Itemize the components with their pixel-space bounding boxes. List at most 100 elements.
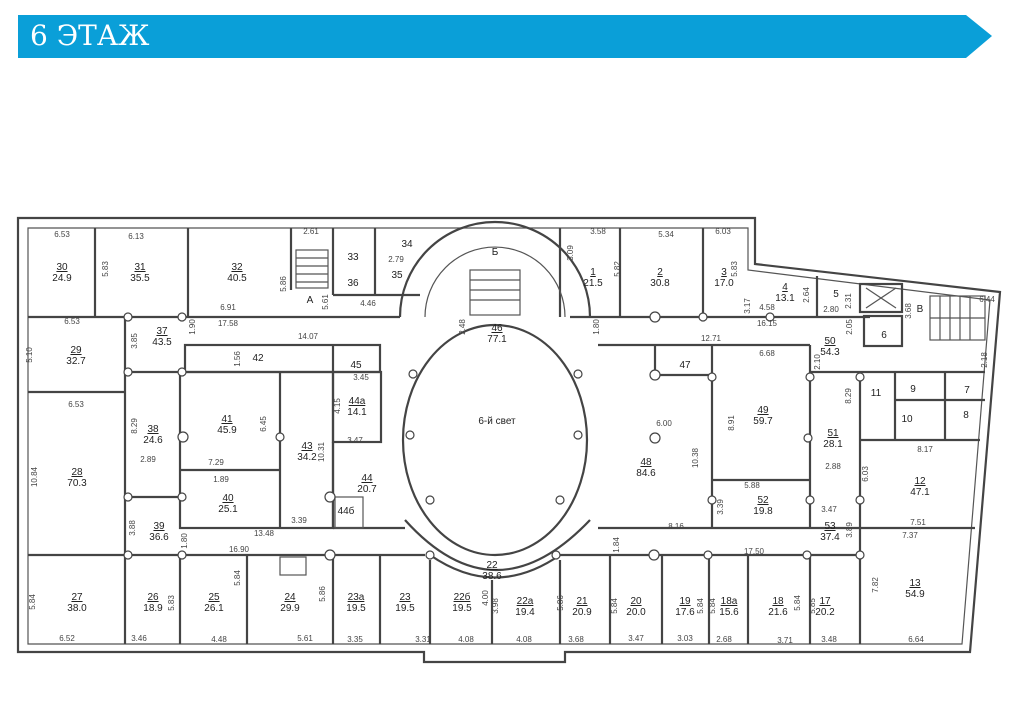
room-area: 19.4	[515, 607, 535, 618]
room-6: 6	[881, 330, 887, 341]
room-area: 21.5	[583, 278, 603, 289]
dimension-label: 5.83	[167, 595, 176, 611]
room-number: 34	[401, 239, 413, 250]
dimension-label: 4.00	[481, 590, 490, 606]
room-2: 230.8	[650, 267, 670, 289]
room-number: Б	[492, 247, 499, 258]
dimension-label: 10.38	[691, 447, 700, 468]
dimension-label: 8.29	[130, 418, 139, 434]
room-area: 70.3	[67, 478, 87, 489]
dimension-label: 6.53	[64, 317, 80, 326]
room-number: 52	[757, 495, 769, 506]
room-number: 47	[679, 360, 691, 371]
dimension-label: 1.56	[233, 351, 242, 367]
room-number: 44а	[349, 396, 366, 407]
dimension-label: 5.61	[321, 294, 330, 310]
room-34: 34	[401, 239, 413, 250]
room-number: 50	[824, 336, 836, 347]
dimension-label: 4.46	[360, 299, 376, 308]
room-number: 23а	[348, 592, 365, 603]
room-number: 36	[347, 278, 359, 289]
dimension-label: 6.53	[68, 400, 84, 409]
room-area: 13.1	[775, 293, 795, 304]
room-number: 9	[910, 384, 916, 395]
dimension-label: 8.91	[727, 415, 736, 431]
dimension-label: 3.09	[566, 245, 575, 261]
dimension-label: 2.10	[813, 354, 822, 370]
dimension-label: 2.64	[802, 287, 811, 303]
room-number: 26	[147, 592, 159, 603]
room-number: 21	[576, 596, 588, 607]
room-number: 8	[963, 410, 969, 421]
dimension-label: 12.71	[701, 334, 722, 343]
room-area: 21.6	[768, 607, 788, 618]
dimension-label: 7.51	[910, 518, 926, 527]
room-number: 41	[221, 414, 233, 425]
dimension-label: 4.48	[211, 635, 227, 644]
dimension-label: 5.61	[297, 634, 313, 643]
room-area: 36.6	[149, 532, 169, 543]
dimension-label: 6.53	[54, 230, 70, 239]
room-area: 24.6	[143, 435, 163, 446]
dimension-label: 8.17	[917, 445, 933, 454]
dimension-label: 6.13	[128, 232, 144, 241]
room-number: 43	[301, 441, 313, 452]
dimension-label: 1.90	[188, 319, 197, 335]
room-area: 20.9	[572, 607, 592, 618]
room-area: 20.7	[357, 484, 377, 495]
dimension-label: 17.58	[218, 319, 239, 328]
room-area: 43.5	[152, 337, 172, 348]
dimension-label: 3.71	[777, 636, 793, 645]
room-number: 20	[630, 596, 642, 607]
dimension-label: 2.68	[716, 635, 732, 644]
dimension-label: 4.08	[458, 635, 474, 644]
room-number: 6	[881, 330, 887, 341]
room-number: 53	[824, 521, 836, 532]
room-42: 42	[252, 353, 264, 364]
dimension-label: 5.84	[610, 598, 619, 614]
room-number: 42	[252, 353, 264, 364]
room-area: 14.1	[347, 407, 367, 418]
room-7: 7	[964, 385, 970, 396]
dimension-label: 1.80	[592, 319, 601, 335]
dimension-label: 7.29	[208, 458, 224, 467]
room-number: 40	[222, 493, 234, 504]
dimension-label: 3.47	[628, 634, 644, 643]
room-number: 3	[721, 267, 727, 278]
room-number: 22	[486, 560, 498, 571]
dimension-label: 5.83	[730, 261, 739, 277]
dimension-label: 3.17	[743, 298, 752, 314]
room-area: 35.5	[130, 273, 150, 284]
dimension-label: 6.68	[759, 349, 775, 358]
dimension-label: 7.82	[871, 577, 880, 593]
room-3: 317.0	[714, 267, 734, 289]
room-area: 37.4	[820, 532, 840, 543]
room-area: 32.7	[66, 356, 86, 367]
room-area: 29.9	[280, 603, 300, 614]
room-area: 45.9	[217, 425, 237, 436]
room-number: 46	[491, 323, 503, 334]
dimension-label: 1.89	[213, 475, 229, 484]
room-4: 413.1	[775, 282, 795, 304]
room-number: 48	[640, 457, 652, 468]
room-number: 29	[70, 345, 82, 356]
dimension-label: 6.52	[59, 634, 75, 643]
room-number: 37	[156, 326, 168, 337]
